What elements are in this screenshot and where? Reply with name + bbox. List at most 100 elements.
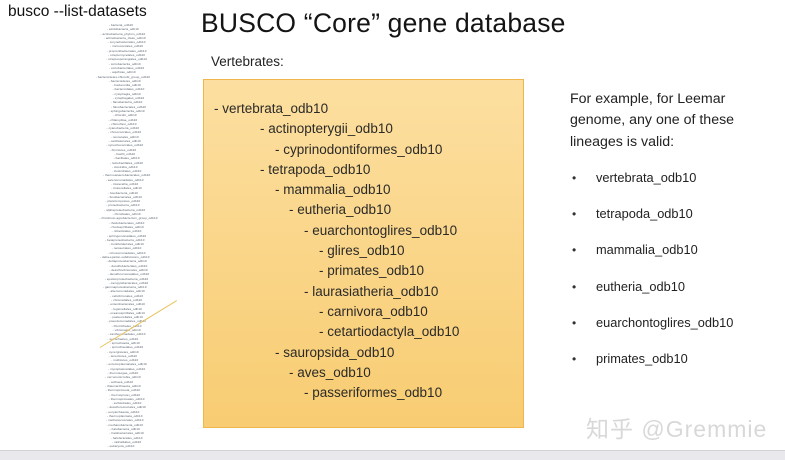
dataset-line: - fusobacteriales_odb10 (100, 194, 142, 199)
dataset-line: - nitrosomonadales_odb10 (96, 250, 146, 255)
dataset-line: - spirochaetales_odb10 (98, 345, 144, 350)
dataset-line: - flavobacteriia_odb10 (99, 100, 143, 105)
dataset-line: - oceanospirillales_odb10 (97, 310, 145, 315)
tree-item: - tetrapoda_odb10 (260, 161, 371, 177)
dataset-line: - streptomycetales_odb10 (96, 53, 146, 58)
dataset-line: - sphingobacteriia_odb10 (97, 108, 145, 113)
bullet-label: vertebrata_odb10 (596, 170, 697, 185)
dataset-line: - bacteroidetes-chlorobi_group_odb10 (91, 74, 151, 79)
dataset-line: - synergistetes_odb10 (103, 349, 139, 354)
dataset-line: - euryarchaeota_odb10 (102, 409, 140, 414)
dataset-line: - rhizobium-agrobacterium_group_odb10 (84, 216, 158, 221)
dataset-line: - thermoanaerobacterales_odb10 (91, 173, 151, 178)
bullet-icon: • (572, 243, 577, 258)
page-title: BUSCO “Core” gene database (201, 8, 566, 38)
watermark: 知乎 @Gremmie (586, 416, 768, 442)
dataset-line: - micrococcales_odb10 (98, 44, 144, 49)
dataset-line: - fusobacteria_odb10 (104, 190, 138, 195)
dataset-line: - entomoplasmatales_odb10 (95, 362, 147, 367)
dataset-line: - chlorobi_odb10 (105, 113, 137, 118)
dataset-line: - desulfuromonadales_odb10 (92, 272, 150, 277)
dataset-line: - cytophagales_odb10 (97, 96, 145, 101)
dataset-line: - methanococcales_odb10 (98, 418, 144, 423)
dataset-line: - haloferacales_odb10 (99, 435, 143, 440)
dataset-line: - thermotogae_odb10 (103, 371, 139, 376)
dataset-line: - bacilli_odb10 (106, 151, 136, 156)
vertebrates-label: Vertebrates: (211, 54, 284, 69)
tree-item: - actinopterygii_odb10 (260, 121, 393, 137)
tree-item: - cyprinodontiformes_odb10 (275, 141, 443, 157)
dataset-line: - bacteroidia_odb10 (101, 83, 141, 88)
dataset-line: - actinobacteria_class_odb10 (96, 35, 146, 40)
dataset-line: - thermoprotei_odb10 (101, 392, 141, 397)
dataset-line: - cytophagia_odb10 (101, 91, 141, 96)
bullet-item: • tetrapoda_odb10 (572, 206, 782, 242)
tree-item: - carnivora_odb10 (319, 303, 428, 319)
dataset-line: - cyanobacteria_odb10 (102, 126, 140, 131)
dataset-line: - clostridiales_odb10 (100, 169, 142, 174)
dataset-line: - coriobacteriia_odb10 (101, 61, 141, 66)
dataset-line: - neisseriales_odb10 (100, 246, 142, 251)
dataset-line: - spirochaetia_odb10 (102, 340, 140, 345)
dataset-line: - desulfovibrionales_odb10 (94, 267, 148, 272)
dataset-line: - natrialbales_odb10 (100, 439, 142, 444)
dataset-line: - betaproteobacteria_odb10 (97, 237, 145, 242)
dataset-line: - sulfolobales_odb10 (100, 401, 142, 406)
dataset-line: - enterobacterales_odb10 (97, 302, 145, 307)
dataset-line: - halobacteriales_odb10 (98, 431, 144, 436)
dataset-line: - halobacteria_odb10 (102, 426, 140, 431)
tree-item: - primates_odb10 (319, 263, 425, 279)
dataset-line: - propionibacteriales_odb10 (95, 48, 147, 53)
dataset-line: - pseudomonadales_odb10 (96, 319, 146, 324)
busco-command-text: busco --list-datasets (8, 3, 147, 20)
bullet-item: • mammalia_odb10 (572, 242, 782, 278)
dataset-line: - nostocales_odb10 (103, 134, 139, 139)
dataset-line: - chromatiales_odb10 (99, 298, 143, 302)
dataset-list: - bacteria_odb10 - acidobacteria_odb10 -… (46, 23, 196, 448)
dataset-line: - chroococcales_odb10 (100, 130, 142, 135)
dataset-line: - rhodospirillales_odb10 (98, 224, 144, 229)
bullet-icon: • (572, 351, 577, 366)
dataset-line: - gammaproteobacteria_odb10 (95, 285, 147, 290)
dataset-line: - desulfurococcales_odb10 (96, 405, 146, 410)
dataset-line: - bacteroidetes_odb10 (101, 78, 141, 83)
bullet-label: euarchontoglires_odb10 (596, 314, 734, 330)
tree-item: - eutheria_odb10 (289, 202, 392, 218)
tree-item: - sauropsida_odb10 (275, 344, 395, 360)
dataset-line: - synechococcales_odb10 (98, 143, 144, 148)
dataset-line: - tissierellia_odb10 (103, 181, 139, 186)
dataset-line: - bacillales_odb10 (102, 156, 140, 161)
dataset-line: - bacteroidales_odb10 (97, 87, 145, 92)
dataset-line: - actinobacteria_phylum_odb10 (96, 31, 146, 36)
dataset-line: - cellvibrionales_odb10 (98, 293, 144, 298)
bullet-label: mammalia_odb10 (596, 242, 698, 258)
dataset-line: - campylobacterales_odb10 (93, 280, 149, 285)
tree-item: - laurasiatheria_odb10 (304, 283, 439, 299)
dataset-line: - desulfobacterales_odb10 (94, 263, 148, 268)
dataset-line: - spirochaetes_odb10 (103, 336, 139, 341)
dataset-line: - verrucomicrobia_odb10 (101, 375, 141, 380)
dataset-line: - alteromonadales_odb10 (97, 289, 145, 294)
bullet-label: tetrapoda_odb10 (596, 206, 693, 222)
dataset-line: - xanthomonadales_odb10 (96, 332, 146, 337)
dataset-line: - selenomonadales_odb10 (98, 177, 144, 182)
dataset-line: - thermoproteota_odb10 (101, 388, 141, 393)
bullet-item: •eutheria_odb10 (572, 279, 782, 315)
dataset-line: - thaumarchaeota_odb10 (101, 383, 141, 388)
bottom-bar (0, 450, 785, 460)
bullet-label: eutheria_odb10 (596, 278, 685, 294)
dataset-line: - tissierellales_odb10 (100, 186, 142, 191)
dataset-line: - burkholderiales_odb10 (98, 242, 144, 247)
bullet-icon: • (572, 171, 577, 185)
dataset-line: - clostridia_odb10 (104, 164, 138, 169)
bullet-icon: • (572, 315, 577, 330)
dataset-line: - legionellales_odb10 (100, 306, 142, 311)
dataset-line: - bacteria_odb10 (108, 23, 134, 27)
dataset-line: - thiotrichales_odb10 (100, 323, 142, 328)
dataset-line: - acidobacteria_odb10 (103, 27, 139, 32)
tree-item: - vertebrata_odb10 (214, 101, 329, 116)
dataset-line: - rhizobiales_odb10 (101, 212, 141, 217)
dataset-line: - eukaryota_odb10 (107, 444, 135, 449)
dataset-line: - thermoplasmata_odb10 (99, 414, 143, 419)
bullet-icon: • (572, 207, 577, 222)
